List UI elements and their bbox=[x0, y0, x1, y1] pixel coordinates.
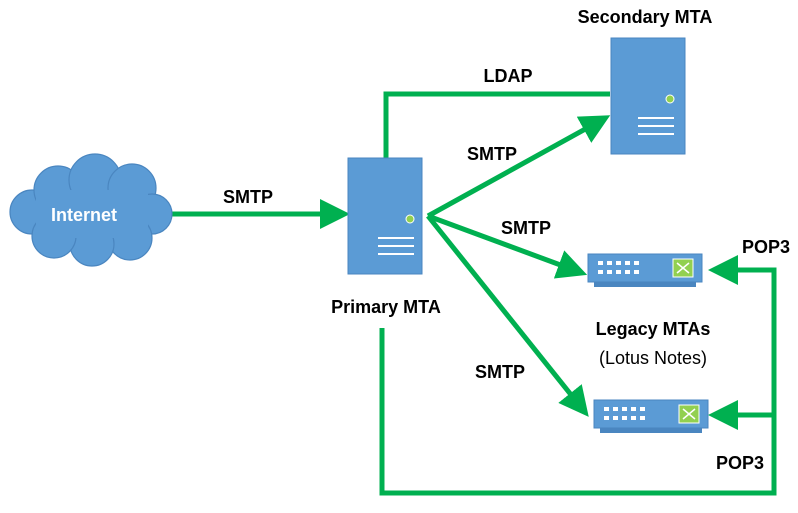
edge-label-smtp-legacy1: SMTP bbox=[501, 218, 551, 238]
secondary-mta-label: Secondary MTA bbox=[578, 7, 713, 27]
legacy-switch-1 bbox=[587, 253, 703, 287]
edge-label-pop3-1: POP3 bbox=[742, 237, 790, 257]
edge-label-pop3-2: POP3 bbox=[716, 453, 764, 473]
edge-ldap bbox=[383, 91, 610, 158]
primary-led-icon bbox=[405, 214, 415, 224]
legacy-mtas-sublabel: (Lotus Notes) bbox=[599, 348, 707, 368]
primary-server bbox=[347, 157, 423, 275]
edge-label-smtp-legacy2: SMTP bbox=[475, 362, 525, 382]
primary-mta-label: Primary MTA bbox=[331, 297, 441, 317]
secondary-server bbox=[610, 37, 686, 155]
legacy-switch-2 bbox=[593, 399, 709, 433]
edge-smtp-secondary bbox=[426, 115, 611, 219]
edge-smtp-legacy1 bbox=[427, 213, 588, 279]
edge-label-ldap: LDAP bbox=[484, 66, 533, 86]
internet-cloud: Internet bbox=[9, 153, 173, 267]
edge-label-internet-smtp: SMTP bbox=[223, 187, 273, 207]
edge-label-smtp-secondary: SMTP bbox=[467, 144, 517, 164]
edge-smtp-legacy2 bbox=[426, 214, 589, 417]
connectors bbox=[172, 91, 777, 496]
edge-pop3-loop bbox=[379, 255, 777, 496]
internet-label: Internet bbox=[51, 205, 117, 225]
legacy-mtas-label: Legacy MTAs bbox=[596, 319, 711, 339]
secondary-led-icon bbox=[665, 94, 675, 104]
